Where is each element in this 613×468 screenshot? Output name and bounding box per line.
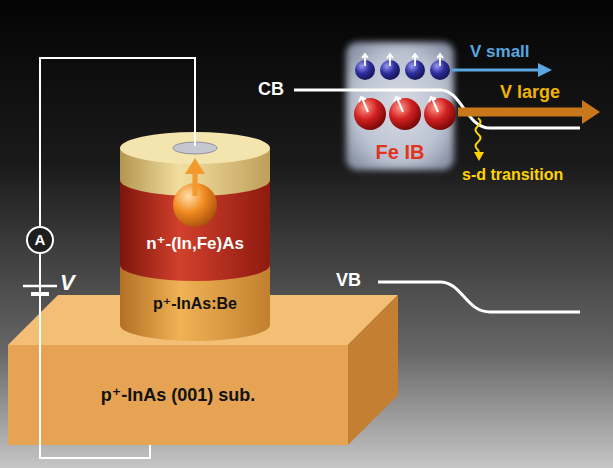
fe-sphere <box>389 98 421 130</box>
node-text: p⁺-InAs (001) sub. <box>101 385 256 406</box>
conduction-electrons <box>355 54 450 80</box>
v-large-arrow-shaft <box>458 108 584 117</box>
spin-arrows <box>359 97 438 112</box>
circuit-wire <box>40 58 195 226</box>
node-text: Fe IB <box>376 141 425 164</box>
n-layer: n⁺-(In,Fe)As <box>120 184 270 264</box>
impurity-band-electrons <box>354 97 456 130</box>
spin-arrows <box>362 54 443 66</box>
voltage-label: V <box>60 270 75 295</box>
sd-transition-head <box>474 152 484 161</box>
substrate-top-face <box>8 295 398 345</box>
fe-sphere <box>354 98 386 130</box>
node-text: n⁺-(In,Fe)As <box>146 234 244 254</box>
p-layer-bottom <box>120 309 270 341</box>
v-large-arrow-head <box>582 100 600 124</box>
transition-label: s-d transition <box>462 166 563 184</box>
spin-arrow-shaft <box>193 172 198 196</box>
sd-transition-arrow <box>476 118 481 152</box>
substrate-front-face <box>8 345 348 445</box>
v-small-arrow-head <box>538 63 552 77</box>
node-text: p⁺-InAs:Be <box>153 295 237 313</box>
impurity-band: Fe IB <box>345 40 455 170</box>
velocity-label: V small <box>470 42 530 62</box>
v-small-arrow-shaft <box>452 69 540 72</box>
substrate-side-face <box>348 295 398 445</box>
p-layer: p⁺-InAs:Be <box>120 283 270 325</box>
fe-sphere <box>424 98 456 130</box>
node-text: A <box>35 231 46 248</box>
ammeter-symbol: A <box>26 226 54 254</box>
spin-arrow-head <box>185 158 205 174</box>
substrate-block: p⁺-InAs (001) sub. <box>8 345 348 445</box>
n-layer-bottom <box>120 249 270 281</box>
valence-band-edge <box>378 282 580 312</box>
band-label: CB <box>258 79 284 100</box>
velocity-label: V large <box>500 82 560 103</box>
band-label: VB <box>336 270 361 291</box>
circuit-wire <box>40 254 150 458</box>
